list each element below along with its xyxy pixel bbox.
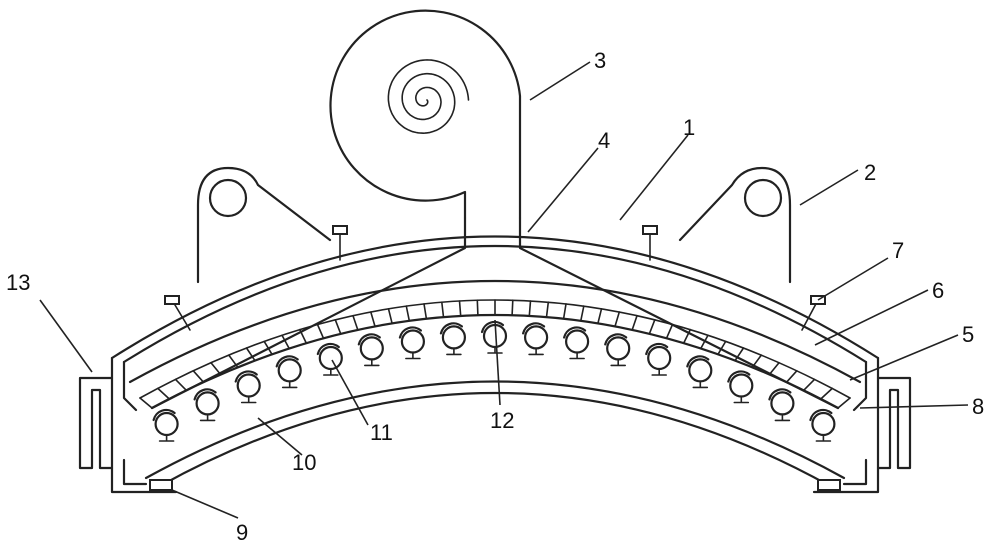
grate-tick [405, 305, 411, 322]
roller [563, 326, 590, 360]
grate-tick [580, 305, 585, 322]
label-4: 4 [598, 128, 610, 153]
roller [275, 355, 302, 389]
grate-tick [352, 314, 359, 331]
grate-tick [717, 340, 727, 356]
grate-tick [802, 378, 816, 392]
label-2: 2 [864, 160, 876, 185]
blower-housing [329, 9, 522, 220]
roller [480, 320, 508, 354]
grate-tick [139, 397, 153, 409]
grate-tick [700, 334, 709, 350]
grate-ticks [139, 299, 851, 409]
grate-tick [665, 323, 674, 340]
label-3: 3 [594, 48, 606, 73]
grate-tick [316, 323, 325, 340]
grate-tick [528, 300, 532, 317]
label-9: 9 [236, 520, 248, 545]
label-10: 10 [292, 450, 316, 475]
grate-tick [648, 319, 656, 335]
label-1: 1 [683, 115, 695, 140]
roller [809, 408, 836, 442]
grate-tick [614, 311, 621, 328]
grate-tick [751, 354, 763, 369]
roller [522, 322, 549, 356]
grate-tick [174, 378, 188, 392]
side-clamp-left [78, 376, 114, 470]
grate-tick [631, 314, 638, 331]
roller [234, 370, 261, 404]
base-pad-left [149, 479, 173, 491]
grate-tick [682, 328, 692, 344]
grate-tick [820, 387, 834, 400]
grate-tick [228, 354, 239, 369]
grate-tick [423, 303, 428, 320]
grate-tick [476, 299, 479, 316]
label-8: 8 [972, 394, 984, 419]
grate-tick [370, 311, 376, 328]
roller [604, 333, 631, 367]
grate-tick [768, 361, 780, 376]
grate-tick [734, 347, 745, 362]
label-11: 11 [370, 420, 393, 445]
grate-tick [387, 308, 393, 325]
spiral-icon [387, 59, 470, 134]
roller [686, 355, 713, 389]
grate-tick [281, 334, 290, 350]
grate-tick [441, 301, 445, 318]
label-5: 5 [962, 322, 974, 347]
grate-tick [192, 370, 205, 383]
grate-tick [597, 308, 603, 325]
roller [645, 342, 672, 376]
grate-tick [263, 340, 273, 356]
label-13: 13 [6, 270, 30, 295]
roller [727, 370, 754, 404]
lifting-lug-left [196, 166, 332, 284]
grate-tick [545, 301, 550, 318]
grate-tick [785, 370, 798, 383]
grate-tick [157, 387, 170, 400]
label-7: 7 [892, 238, 904, 263]
outer-shell [110, 235, 880, 494]
base-pad-right [817, 479, 841, 491]
roller [439, 322, 466, 356]
grate-tick [210, 361, 222, 376]
lifting-lug-right [678, 166, 792, 284]
grate-tick [458, 300, 462, 317]
roller [152, 408, 179, 442]
side-clamp-right [876, 376, 912, 470]
roller [357, 333, 384, 367]
roller [768, 388, 795, 422]
grate-tick [245, 347, 256, 362]
grate-tick [511, 299, 514, 316]
leader-lines [39, 61, 969, 519]
roller [193, 388, 220, 422]
roller-group [152, 320, 836, 442]
roller [398, 326, 425, 360]
grate-tick [562, 303, 567, 320]
grate-tick [837, 397, 851, 409]
grate-tick [334, 319, 342, 335]
label-12: 12 [490, 408, 514, 433]
roller [316, 342, 343, 376]
air-duct [150, 216, 840, 410]
label-6: 6 [932, 278, 944, 303]
grate-tick [299, 328, 308, 344]
